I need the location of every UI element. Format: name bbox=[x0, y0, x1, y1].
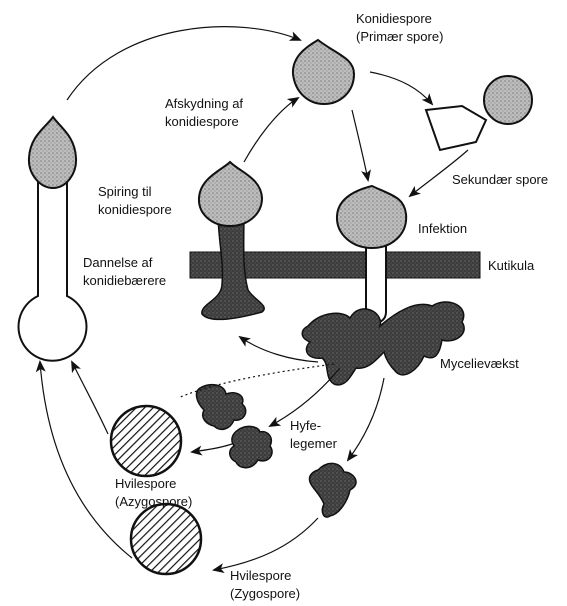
label-hvilespore-zygo-line1: Hvilespore bbox=[230, 568, 291, 584]
label-afskydning-line2: konidiespore bbox=[165, 114, 239, 130]
label-sekundaer-spore: Sekundær spore bbox=[452, 172, 548, 188]
germinating-conidiophore bbox=[199, 162, 264, 319]
conidiophore-left bbox=[18, 117, 86, 361]
resting-spore-zygospore bbox=[131, 504, 201, 574]
arrow-azygospore-to-conidiophore bbox=[72, 362, 108, 434]
label-hyfe-line1: Hyfe- bbox=[290, 418, 321, 434]
arrow-primary-to-infection bbox=[352, 110, 368, 180]
arrow-hyphal-body-to-zygospore bbox=[214, 518, 318, 570]
label-dannelse-line2: konidiebærere bbox=[83, 273, 166, 289]
secondary-spore bbox=[426, 76, 532, 150]
arrow-germination-to-discharge bbox=[244, 98, 298, 162]
arrow-mycelium-to-hyphal-body-lower bbox=[348, 378, 384, 460]
arrow-primary-to-secondary bbox=[370, 72, 432, 104]
primary-conidiospore bbox=[293, 40, 354, 104]
label-dannelse-line1: Dannelse af bbox=[83, 255, 152, 271]
resting-spore-azygospore bbox=[111, 406, 181, 476]
label-spiring-line1: Spiring til bbox=[98, 184, 151, 200]
label-konidiespore: Konidiespore bbox=[356, 11, 432, 27]
label-mycelievaekst: Mycelievækst bbox=[440, 356, 519, 372]
label-spiring-line2: konidiespore bbox=[98, 202, 172, 218]
arrow-hyphal-bodies-to-azygospore bbox=[192, 444, 232, 452]
label-hvilespore-azygo-line2: (Azygospore) bbox=[115, 494, 192, 510]
label-kutikula: Kutikula bbox=[488, 258, 534, 274]
label-hvilespore-azygo-line1: Hvilespore bbox=[115, 476, 176, 492]
label-afskydning-line1: Afskydning af bbox=[165, 96, 243, 112]
label-hyfe-line2: legemer bbox=[290, 436, 337, 452]
arrow-discharge-to-primary bbox=[67, 27, 300, 100]
label-primaer-spore: (Primær spore) bbox=[356, 29, 443, 45]
label-hvilespore-zygo-line2: (Zygospore) bbox=[230, 586, 300, 602]
label-infektion: Infektion bbox=[418, 221, 467, 237]
